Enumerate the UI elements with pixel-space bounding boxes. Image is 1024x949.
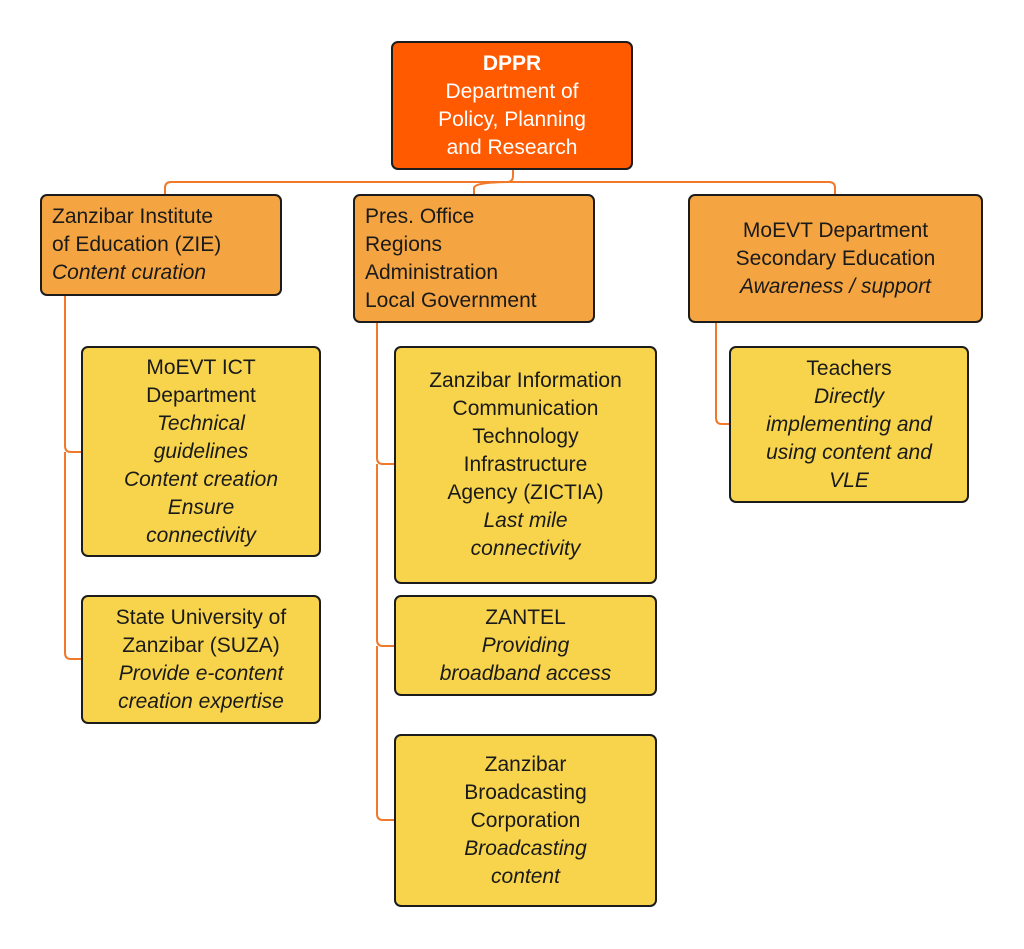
zictia-name-line: Zanzibar Information xyxy=(429,369,622,392)
zantel-role: Providing xyxy=(481,633,570,657)
connector-pres-to-zictia xyxy=(376,323,394,465)
zictia-role: connectivity xyxy=(470,537,581,560)
connector-pres-to-zbc xyxy=(376,646,394,821)
teachers-name-line: Teachers xyxy=(806,356,892,380)
moevt-ict-role: Content creation xyxy=(123,467,279,491)
moevt-secondary-name-line: MoEVT Department xyxy=(742,218,929,242)
moevt-ict-role: Ensure xyxy=(167,495,235,519)
connector-root-to-pres-office xyxy=(473,181,514,194)
zictia-name-line: Communication xyxy=(452,397,599,420)
zictia-node: Zanzibar Information Communication Techn… xyxy=(394,346,657,584)
zantel-node: ZANTEL Providing broadband access xyxy=(394,595,657,696)
dppr-acronym: DPPR xyxy=(482,51,542,75)
zbc-name-line: Broadcasting xyxy=(464,780,587,804)
zictia-name-line: Agency (ZICTIA) xyxy=(447,481,604,504)
teachers-role: VLE xyxy=(829,468,869,492)
connector-zie-to-moevt-ict xyxy=(64,296,81,453)
moevt-ict-node: MoEVT ICT Department Technical guideline… xyxy=(81,346,321,557)
zantel-name-line: ZANTEL xyxy=(485,605,566,629)
moevt-ict-name-line: Department xyxy=(146,383,256,407)
zbc-name-line: Corporation xyxy=(470,808,581,832)
connector-moevt-secondary-to-teachers xyxy=(715,323,729,425)
moevt-ict-role: guidelines xyxy=(153,439,249,463)
moevt-ict-role: connectivity xyxy=(146,523,256,547)
dppr-node: DPPR Department of Policy, Planning and … xyxy=(391,41,633,170)
dppr-name-line: and Research xyxy=(446,135,578,159)
zictia-name-line: Technology xyxy=(472,425,579,448)
moevt-ict-name-line: MoEVT ICT xyxy=(146,355,256,379)
connector-pres-to-zantel xyxy=(376,464,394,647)
zictia-name-line: Infrastructure xyxy=(463,453,588,476)
connector-zie-to-suza xyxy=(64,452,81,660)
zbc-node: Zanzibar Broadcasting Corporation Broadc… xyxy=(394,734,657,907)
zbc-role: content xyxy=(491,864,560,888)
zbc-name-line: Zanzibar xyxy=(484,752,567,776)
pres-office-node: Pres. Office Regions Administration Loca… xyxy=(353,194,595,323)
zictia-role: Last mile xyxy=(483,509,568,532)
zbc-role: Broadcasting xyxy=(464,836,587,860)
moevt-secondary-node: MoEVT Department Secondary Education Awa… xyxy=(688,194,983,323)
moevt-secondary-name-line: Secondary Education xyxy=(735,246,936,270)
teachers-node: Teachers Directly implementing and using… xyxy=(729,346,969,503)
zie-name-line: of Education (ZIE) xyxy=(52,233,222,256)
suza-name-line: State University of xyxy=(115,605,287,629)
suza-name-line: Zanzibar (SUZA) xyxy=(122,633,280,657)
suza-role: creation expertise xyxy=(118,689,284,713)
teachers-role: implementing and xyxy=(766,412,932,436)
connector-root-to-moevt-secondary xyxy=(513,181,836,194)
pres-office-name-line: Local Government xyxy=(365,288,537,312)
moevt-secondary-role: Awareness / support xyxy=(739,274,932,298)
dppr-name-line: Policy, Planning xyxy=(438,107,586,131)
zie-name-line: Zanzibar Institute xyxy=(52,205,214,228)
zie-node: Zanzibar Institute of Education (ZIE) Co… xyxy=(40,194,282,296)
teachers-role: Directly xyxy=(813,384,884,408)
pres-office-name-line: Regions xyxy=(365,232,443,256)
pres-office-name-line: Administration xyxy=(365,260,499,284)
dppr-name-line: Department of xyxy=(445,79,579,103)
suza-role: Provide e-content xyxy=(118,661,284,685)
zantel-role: broadband access xyxy=(439,661,612,685)
moevt-ict-role: Technical xyxy=(157,411,245,435)
suza-node: State University of Zanzibar (SUZA) Prov… xyxy=(81,595,321,724)
teachers-role: using content and xyxy=(766,440,932,464)
zie-role: Content curation xyxy=(52,261,207,284)
connector-root-to-zie xyxy=(164,170,514,194)
pres-office-name-line: Pres. Office xyxy=(365,204,475,228)
